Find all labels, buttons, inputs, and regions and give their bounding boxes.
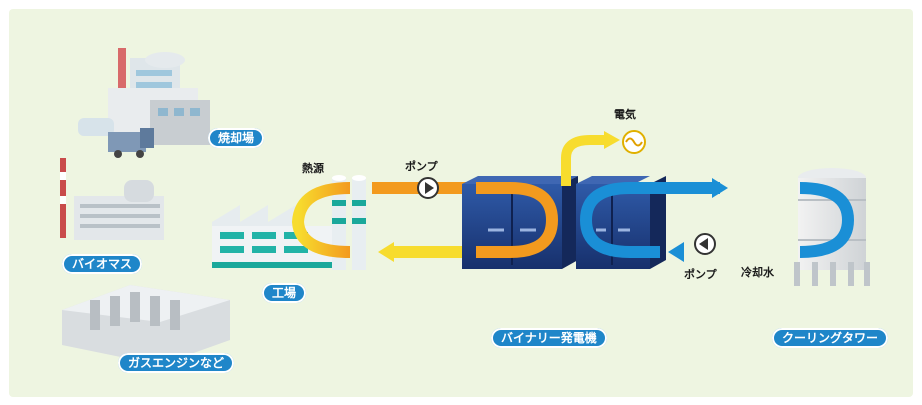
electricity-flow [561,130,646,186]
arrow-right-icon [604,131,620,149]
factory-label: 工場 [262,283,307,303]
gas-engine-label: ガスエンジンなど [118,353,235,373]
biomass-illustration [60,158,164,240]
pump-top [417,177,439,199]
heat-source-label: 熱源 [302,162,324,175]
arrow-left-icon [668,242,684,262]
incinerator-illustration [78,48,210,158]
electricity-label: 電気 [614,108,636,121]
arrow-right-icon [712,178,728,198]
cooling-water-label: 冷却水 [741,266,774,279]
gas-engine-illustration [62,285,230,365]
pump-top-label: ポンプ [405,160,438,173]
cooling-tower-label: クーリングタワー [772,328,889,348]
cooling-tower-illustration [794,168,870,286]
arrow-left-icon [378,242,394,262]
binary-generator-label: バイナリー発電機 [491,328,607,348]
binary-generator-illustration [462,176,720,269]
pump-bottom [694,233,716,255]
pump-bottom-label: ポンプ [684,268,717,281]
incinerator-label: 焼却場 [208,128,265,148]
biomass-label: バイオマス [62,254,143,274]
